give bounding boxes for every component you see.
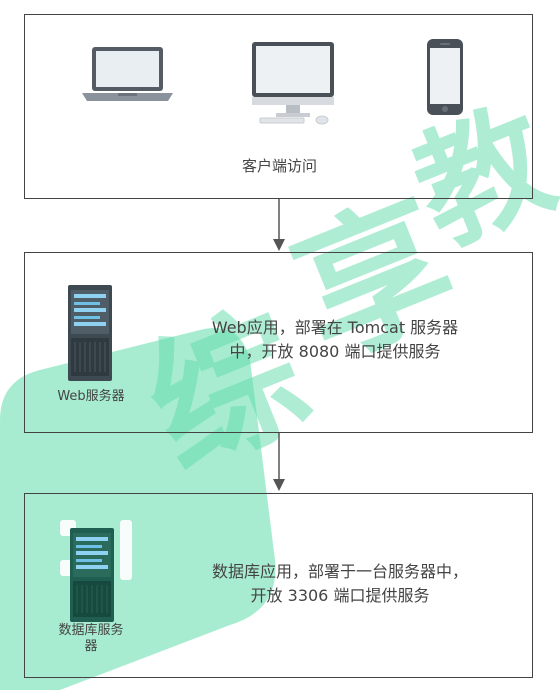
- arrow-web-to-db: [273, 433, 285, 491]
- db-server-label-line2: 器: [84, 639, 98, 654]
- web-desc-line1: Web应用，部署在 Tomcat 服务器: [211, 318, 459, 337]
- db-server-label: 数据库服务 器: [46, 623, 136, 655]
- web-server-icon: [68, 285, 112, 381]
- db-desc-line1: 数据库应用，部署于一台服务器中，: [211, 562, 468, 581]
- client-access-box: [24, 14, 533, 199]
- db-server-icon: [70, 528, 114, 622]
- arrow-client-to-web: [273, 199, 285, 251]
- web-server-label: Web服务器: [57, 389, 125, 404]
- client-access-caption: 客户端访问: [242, 157, 318, 175]
- db-server-label-line1: 数据库服务: [58, 623, 124, 638]
- db-desc-line2: 开放 3306 端口提供服务: [250, 586, 430, 605]
- web-app-description: Web应用，部署在 Tomcat 服务器 中，开放 8080 端口提供服务: [160, 316, 510, 364]
- desktop-monitor-icon: [252, 42, 334, 125]
- smartphone-icon: [427, 39, 463, 115]
- laptop-icon: [82, 47, 173, 101]
- db-app-description: 数据库应用，部署于一台服务器中， 开放 3306 端口提供服务: [160, 560, 520, 608]
- web-desc-line2: 中，开放 8080 端口提供服务: [229, 342, 441, 361]
